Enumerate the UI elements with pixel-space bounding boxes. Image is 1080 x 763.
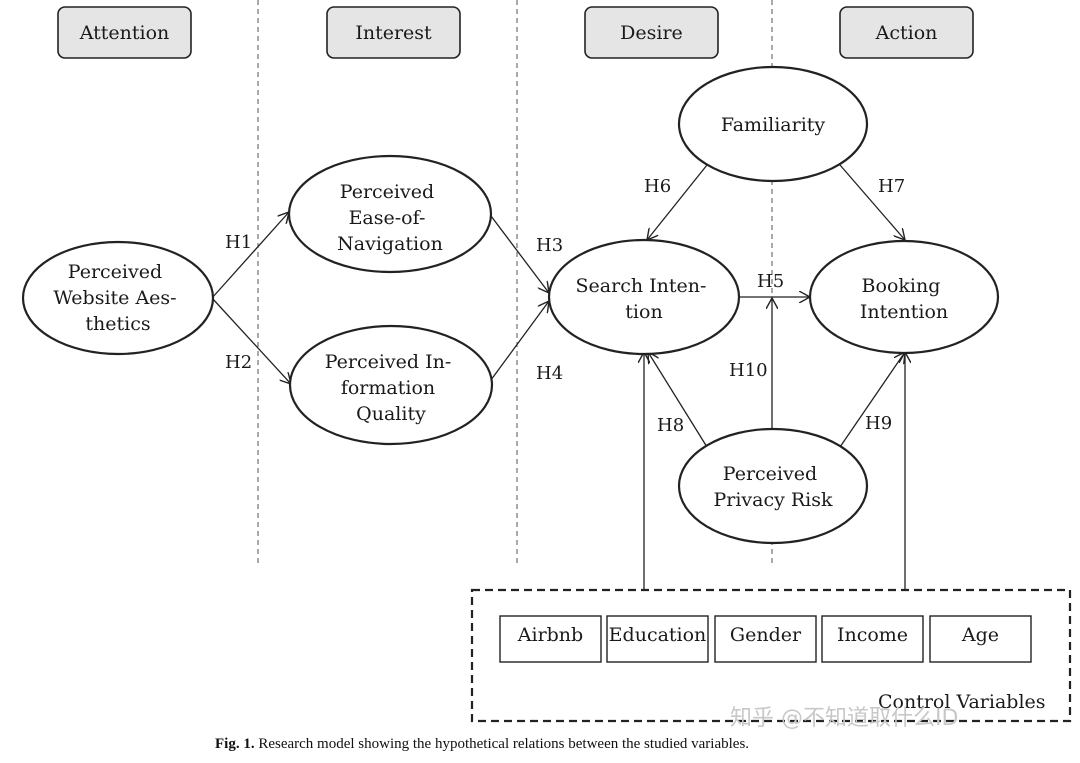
control-variable-gender: Gender: [714, 615, 817, 663]
svg-text:Perceived Website Aes-: Perceived Website Aes- thetics: [53, 261, 182, 335]
figure-caption: Fig. 1. Research model showing the hypot…: [215, 736, 1075, 753]
stage-label-action: Action: [875, 22, 938, 44]
node-familiarity: Familiarity: [677, 65, 869, 183]
edge-h1: [211, 212, 289, 299]
node-line: Booking: [862, 275, 941, 297]
label-h5: H5: [757, 271, 784, 292]
node-line: Intention: [860, 301, 948, 323]
node-perceived-ease-of-navigation: Perceived Ease-of- Navigation: [287, 154, 493, 274]
svg-text:Search Inten- tion: Search Inten- tion: [576, 275, 713, 323]
svg-text:Perceived Privacy Risk: Perceived Privacy Risk: [713, 463, 833, 511]
control-variable-label: Gender: [730, 624, 802, 646]
edge-h3: [487, 211, 549, 293]
svg-text:Familiarity: Familiarity: [721, 114, 826, 136]
control-variable-age: Age: [929, 615, 1032, 663]
label-h8: H8: [657, 415, 684, 436]
svg-text:Perceived Ease-of-: Perceived Ease-of- Navigation: [337, 181, 443, 255]
edge-h6: [647, 164, 708, 240]
svg-text:Perceived In- formation: Perceived In- formation Quality: [325, 351, 458, 425]
node-line: Perceived: [340, 181, 434, 203]
node-line: Perceived: [68, 261, 162, 283]
control-variable-label: Airbnb: [517, 624, 583, 646]
control-variables-group: Airbnb Education Gender Income Age Contr…: [470, 588, 1072, 723]
node-line: Quality: [356, 403, 426, 425]
node-search-intention: Search Inten- tion: [547, 238, 741, 356]
hypothesis-labels: H1 H2 H3 H4 H5 H6 H7 H8 H9 H10: [225, 176, 905, 436]
stage-header-attention: Attention: [57, 6, 192, 59]
label-h7: H7: [878, 176, 905, 197]
edges: [211, 164, 905, 590]
control-variable-label: Education: [609, 624, 707, 646]
control-variable-label: Age: [961, 624, 999, 646]
svg-text:Booking Intention: Booking Intention: [860, 275, 948, 323]
node-line: Familiarity: [721, 114, 826, 136]
node-line: Perceived In-: [325, 351, 452, 373]
edge-h7: [839, 164, 905, 240]
label-h9: H9: [865, 413, 892, 434]
watermark-text: 知乎 @不知道取什么ID: [730, 706, 958, 731]
caption-text: Research model showing the hypothetical …: [258, 736, 750, 752]
node-booking-intention: Booking Intention: [808, 239, 1000, 355]
edge-h9: [839, 352, 905, 448]
node-perceived-website-aesthetics: Perceived Website Aes- thetics: [21, 240, 215, 356]
node-line: Privacy Risk: [713, 489, 833, 511]
label-h4: H4: [536, 363, 563, 384]
node-perceived-information-quality: Perceived In- formation Quality: [288, 324, 494, 446]
label-h3: H3: [536, 235, 563, 256]
control-variable-airbnb: Airbnb: [499, 615, 602, 663]
node-line: Ease-of-: [349, 207, 426, 229]
control-variable-label: Income: [837, 624, 908, 646]
stage-header-desire: Desire: [584, 6, 719, 59]
node-perceived-privacy-risk: Perceived Privacy Risk: [677, 427, 869, 545]
node-line: Search Inten-: [576, 275, 707, 297]
node-line: Navigation: [337, 233, 443, 255]
control-variable-income: Income: [821, 615, 924, 663]
control-variables-title: Control Variables: [878, 691, 1046, 713]
stage-label-desire: Desire: [620, 22, 683, 44]
node-line: tion: [625, 301, 662, 323]
node-line: Perceived: [723, 463, 817, 485]
label-h1: H1: [225, 232, 252, 253]
stage-header-interest: Interest: [326, 6, 461, 59]
stage-label-attention: Attention: [79, 22, 170, 44]
edge-h2: [211, 297, 291, 384]
edge-h4: [487, 301, 549, 385]
caption-prefix: Fig. 1.: [215, 736, 255, 752]
node-line: Website Aes-: [53, 287, 176, 309]
label-h10: H10: [729, 360, 768, 381]
label-h2: H2: [225, 352, 252, 373]
stage-header-action: Action: [839, 6, 974, 59]
control-variable-education: Education: [606, 615, 709, 663]
node-line: thetics: [85, 313, 150, 335]
edge-h8: [648, 352, 708, 448]
node-line: formation: [341, 377, 435, 399]
stage-label-interest: Interest: [355, 22, 432, 44]
label-h6: H6: [644, 176, 671, 197]
